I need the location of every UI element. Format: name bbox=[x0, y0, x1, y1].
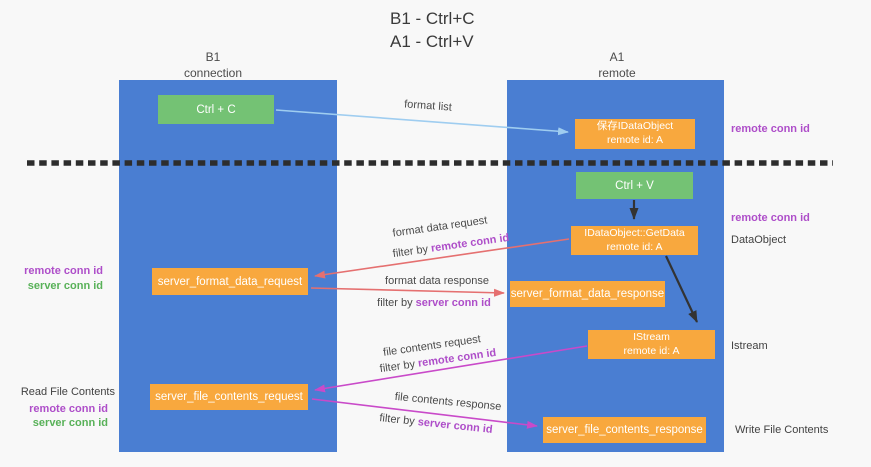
label-file-contents-response: file contents response bbox=[394, 390, 502, 414]
node-istream: IStream remote id: A bbox=[588, 330, 715, 359]
filter-id-2: server conn id bbox=[415, 297, 491, 309]
label-format-data-response: format data response bbox=[385, 275, 489, 287]
left-remote-conn-id: remote conn id bbox=[24, 265, 103, 277]
right-remote-conn-id-mid: remote conn id bbox=[731, 212, 810, 224]
filter-prefix-3: filter by bbox=[379, 357, 419, 376]
node-format-request-label: server_format_data_request bbox=[157, 275, 303, 288]
right-column-name: A1 bbox=[609, 50, 625, 64]
title-line-1: B1 - Ctrl+C bbox=[390, 9, 475, 28]
node-ctrl-v-label: Ctrl + V bbox=[615, 179, 654, 192]
node-file-response-label: server_file_contents_response bbox=[546, 424, 703, 436]
right-istream-label: Istream bbox=[731, 340, 768, 352]
node-save-dataobject-line1: 保存IDataObject bbox=[596, 120, 674, 133]
node-server-file-contents-response: server_file_contents_response bbox=[543, 417, 706, 443]
left-column-role: connection bbox=[183, 65, 243, 80]
filter-id-4: server conn id bbox=[417, 416, 494, 436]
right-column-role: remote bbox=[598, 65, 636, 80]
filter-id-1: remote conn id bbox=[430, 231, 510, 255]
filter-prefix-1: filter by bbox=[392, 242, 432, 261]
right-write-file-contents: Write File Contents bbox=[735, 424, 829, 436]
node-format-response-label: server_format_data_response bbox=[510, 288, 665, 300]
left-read-file-contents: Read File Contents bbox=[20, 386, 115, 398]
node-server-file-contents-request: server_file_contents_request bbox=[150, 384, 308, 410]
right-column-header: A1 remote bbox=[557, 50, 677, 81]
node-ctrl-v: Ctrl + V bbox=[576, 172, 693, 199]
left-server-conn-id-2: server conn id bbox=[32, 417, 108, 429]
node-idataobject-getdata: IDataObject::GetData remote id: A bbox=[571, 226, 698, 255]
node-ctrl-c-label: Ctrl + C bbox=[196, 103, 236, 116]
left-remote-conn-id-2: remote conn id bbox=[29, 403, 108, 415]
node-istream-line2: remote id: A bbox=[623, 344, 680, 357]
label-filter-by-server-2: filter by server conn id bbox=[375, 412, 498, 437]
filter-prefix-2: filter by bbox=[377, 297, 416, 309]
left-column-name: B1 bbox=[205, 50, 221, 64]
left-server-conn-id: server conn id bbox=[27, 280, 103, 292]
right-remote-conn-id-top: remote conn id bbox=[731, 123, 810, 135]
node-ctrl-c: Ctrl + C bbox=[158, 95, 274, 124]
filter-prefix-4: filter by bbox=[378, 412, 419, 429]
diagram-title: B1 - Ctrl+C A1 - Ctrl+V bbox=[390, 8, 475, 54]
label-filter-by-server-1: filter by server conn id bbox=[373, 297, 495, 309]
arrow-format-data-response bbox=[310, 287, 505, 297]
label-format-list: format list bbox=[403, 98, 453, 114]
node-save-dataobject-line2: remote id: A bbox=[606, 134, 664, 146]
left-column-header: B1 connection bbox=[153, 50, 273, 81]
node-file-request-label: server_file_contents_request bbox=[155, 391, 303, 403]
title-line-2: A1 - Ctrl+V bbox=[390, 31, 474, 51]
node-server-format-data-request: server_format_data_request bbox=[152, 268, 308, 295]
node-server-format-data-response: server_format_data_response bbox=[510, 281, 665, 307]
node-getdata-line1: IDataObject::GetData bbox=[584, 226, 685, 239]
node-save-dataobject: 保存IDataObject remote id: A bbox=[575, 119, 695, 149]
node-istream-line1: IStream bbox=[633, 330, 670, 343]
node-getdata-line2: remote id: A bbox=[606, 240, 663, 253]
right-dataobject-label: DataObject bbox=[731, 234, 787, 246]
